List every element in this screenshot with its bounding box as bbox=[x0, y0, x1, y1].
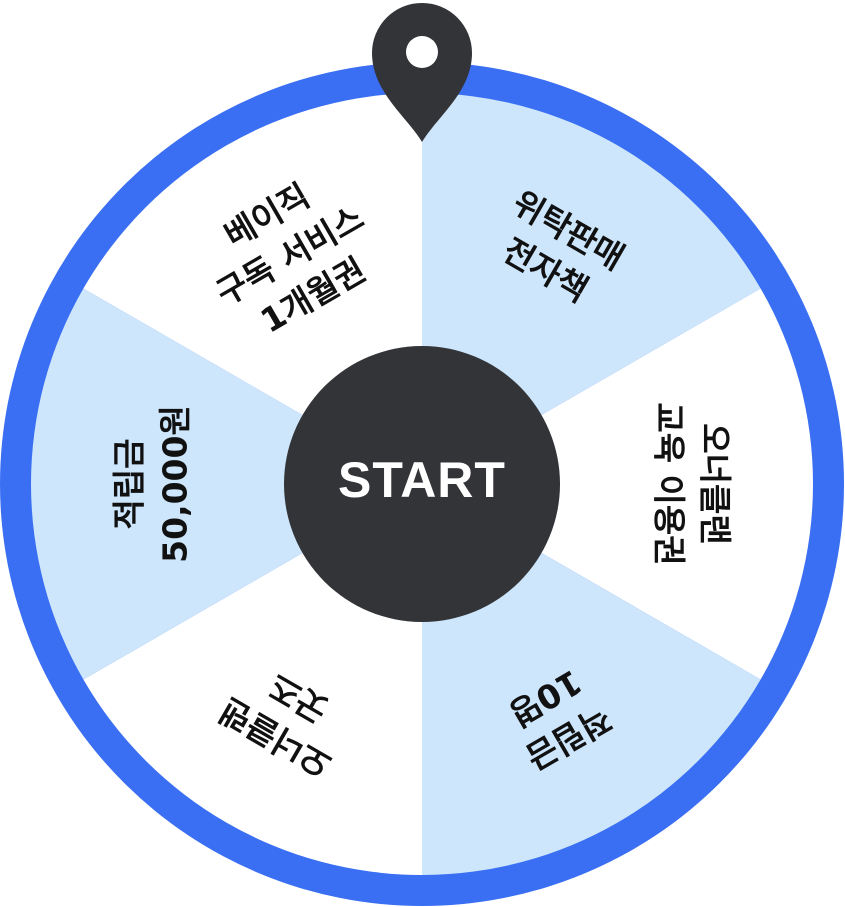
map-pin-icon bbox=[372, 2, 472, 142]
segment-label-line: 적립금 bbox=[110, 438, 149, 529]
start-button-circle[interactable] bbox=[284, 346, 560, 622]
start-button[interactable]: START bbox=[284, 346, 560, 622]
segment-label-line: 50,000원 bbox=[156, 405, 195, 563]
segment-label-line: 오너클랜 bbox=[696, 423, 735, 544]
wheel-segment bbox=[30, 288, 422, 680]
wheel-segment bbox=[422, 288, 813, 680]
start-label[interactable]: START bbox=[338, 452, 506, 508]
segment-label-line: 교육 이용권 bbox=[650, 402, 689, 565]
